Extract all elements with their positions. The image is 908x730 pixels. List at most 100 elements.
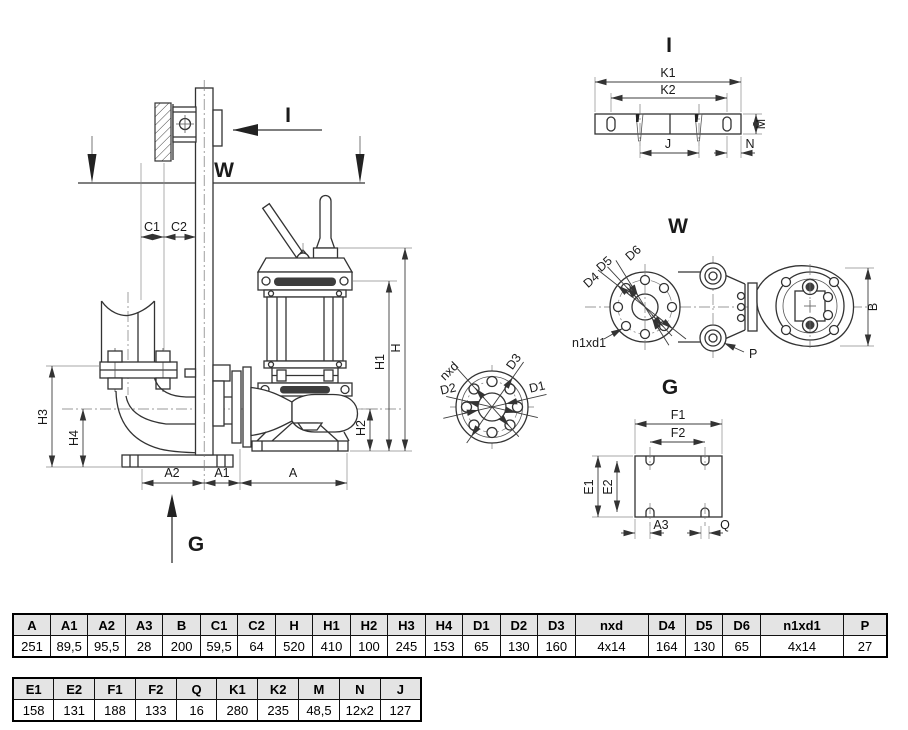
dim-table-value-D6: 65 [722, 635, 761, 658]
dim-table-header-J: J [379, 677, 422, 700]
dim-table-value-J: 127 [379, 699, 422, 722]
dim-table-header-C1: C1 [199, 613, 239, 636]
dim-table-header-E1: E1 [12, 677, 55, 700]
water-level-label: W [214, 159, 234, 182]
dim-table-header-H4: H4 [424, 613, 464, 636]
dim-label-c1: C1 [144, 220, 160, 234]
dim-table-value-D2: 130 [499, 635, 539, 658]
dim-label-j: J [665, 137, 671, 151]
dim-label-h1: H1 [373, 354, 387, 370]
dim-table-header-K1: K1 [216, 677, 259, 700]
dim-table-header-M: M [298, 677, 340, 700]
base-plate-outline [634, 455, 723, 518]
dim-table-value-H2: 100 [349, 635, 389, 658]
hook-left [635, 104, 644, 146]
slot-right [722, 116, 732, 132]
dim-label-f1: F1 [671, 408, 686, 422]
dim-table-header-n1xd1: n1xd1 [760, 613, 844, 636]
dim-table-header-Q: Q [175, 677, 218, 700]
dim-table-value-P: 27 [843, 635, 888, 658]
dim-label-k2: K2 [660, 83, 675, 97]
dim-table-value-A2: 95,5 [87, 635, 126, 658]
dim-table-header-D1: D1 [462, 613, 501, 636]
dim-label-h3: H3 [36, 409, 50, 425]
dim-table-value-nxd: 4x14 [574, 635, 649, 658]
dim-table-header-H1: H1 [312, 613, 351, 636]
dim-table-header-E2: E2 [53, 677, 96, 700]
dim-label-a2: A2 [164, 466, 179, 480]
dim-table-value-H1: 410 [312, 635, 351, 658]
guide-claw [184, 364, 252, 448]
volute-plan [756, 264, 855, 348]
dim-table-header-D6: D6 [722, 613, 761, 636]
motor-top-cap [256, 257, 354, 273]
dim-table-header-D5: D5 [684, 613, 724, 636]
dim-table-header-nxd: nxd [574, 613, 649, 636]
slot-left [606, 116, 616, 132]
dim-label-p: P [749, 347, 757, 361]
discharge-elbow [99, 300, 234, 468]
pump-stand [251, 422, 350, 452]
dim-table-value-E1: 158 [12, 699, 55, 722]
dim-label-c2: C2 [171, 220, 187, 234]
dim-table-header-D4: D4 [647, 613, 687, 636]
dim-table-value-D5: 130 [684, 635, 724, 658]
dim-table-header-H: H [274, 613, 314, 636]
view-w-title: W [668, 215, 688, 238]
motor-housing [263, 289, 347, 369]
dim-table-value-H3: 245 [387, 635, 426, 658]
dim-label-nxd: nxd [437, 359, 461, 383]
dim-table-header-N: N [338, 677, 381, 700]
dim-table-value-n1xd1: 4x14 [760, 635, 844, 658]
view-i: I K1 K2 M J [594, 34, 768, 158]
dim-table-header-D3: D3 [537, 613, 576, 636]
dim-table-value-B: 200 [162, 635, 201, 658]
dim-label-d2: D2 [439, 380, 458, 397]
hook-right [694, 104, 703, 146]
dim-table-value-D4: 164 [647, 635, 687, 658]
dim-table-value-H4: 153 [424, 635, 464, 658]
dim-table-header-H2: H2 [349, 613, 389, 636]
dim-label-a3: A3 [653, 518, 668, 532]
dim-table-header-P: P [843, 613, 888, 636]
dim-label-n1xd1: n1xd1 [572, 336, 606, 350]
technical-drawing-canvas: W I [36, 34, 880, 563]
section-arrow-i: I [233, 104, 322, 136]
dim-table-value-M: 48,5 [298, 699, 340, 722]
dim-label-a1: A1 [214, 466, 229, 480]
dim-table-header-A2: A2 [87, 613, 126, 636]
dim-label-q: Q [720, 518, 730, 532]
dim-table-value-Q: 16 [175, 699, 218, 722]
dim-label-d1: D1 [528, 378, 547, 395]
dim-table-header-H3: H3 [387, 613, 426, 636]
dim-h3-h4: H3 H4 [36, 365, 122, 468]
dim-label-h2: H2 [354, 420, 368, 436]
suction-flange-plan: D6 D5 D4 n1xd1 [572, 242, 687, 350]
guide-rail [154, 80, 252, 492]
dim-table-value-D1: 65 [462, 635, 501, 658]
section-i-label: I [285, 104, 291, 127]
discharge-flange-detail: nxd D3 D2 D1 [437, 351, 547, 449]
pedestal-base-plate [121, 454, 234, 468]
dim-label-k1: K1 [660, 66, 675, 80]
dim-table-header-F2: F2 [134, 677, 177, 700]
dim-label-h: H [389, 343, 403, 352]
power-cable [312, 194, 339, 259]
view-i-title: I [666, 34, 672, 57]
view-w: W [572, 215, 880, 361]
dim-table-value-A3: 28 [124, 635, 164, 658]
dim-table-value-H: 520 [274, 635, 314, 658]
dim-label-f2: F2 [671, 426, 686, 440]
pump-plan-body [678, 256, 758, 358]
dim-label-m: M [754, 119, 768, 129]
dim-table-value-D3: 160 [537, 635, 576, 658]
dim-table-header-C2: C2 [237, 613, 276, 636]
dim-a-group: A2 A1 A [141, 449, 348, 490]
lifting-handle [261, 202, 306, 261]
flange-bolts [107, 348, 171, 392]
dim-table-value-K1: 280 [216, 699, 259, 722]
dim-label-d3: D3 [503, 351, 524, 372]
dim-table-value-N: 12x2 [338, 699, 381, 722]
